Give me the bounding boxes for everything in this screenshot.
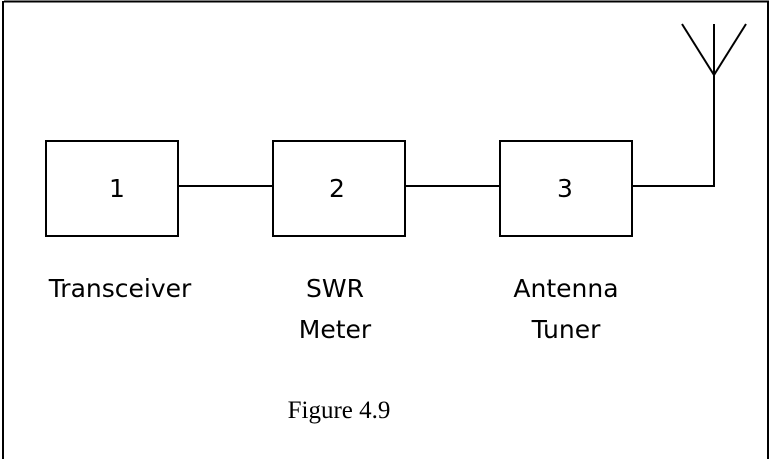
antenna-feedline: [632, 75, 715, 187]
block-2-box: [272, 140, 406, 237]
block-1-label: Transceiver: [48, 274, 192, 303]
block-antenna-tuner: 3: [499, 140, 633, 237]
antenna-icon: [681, 23, 747, 76]
block-1-box: [45, 140, 179, 237]
figure-caption: Figure 4.9: [288, 397, 391, 424]
block-2-number: 2: [329, 174, 345, 203]
block-1-number: 1: [109, 174, 125, 203]
block-3-number: 3: [557, 174, 573, 203]
block-transceiver: 1: [45, 140, 179, 237]
block-swr-meter: 2: [272, 140, 406, 237]
block-2-label-line-1: SWR: [306, 274, 364, 303]
block-3-label-line-1: Antenna: [513, 274, 618, 303]
block-3-box: [499, 140, 633, 237]
block-3-label-line-2: Tuner: [531, 315, 602, 344]
block-2-label-line-2: Meter: [299, 315, 372, 344]
